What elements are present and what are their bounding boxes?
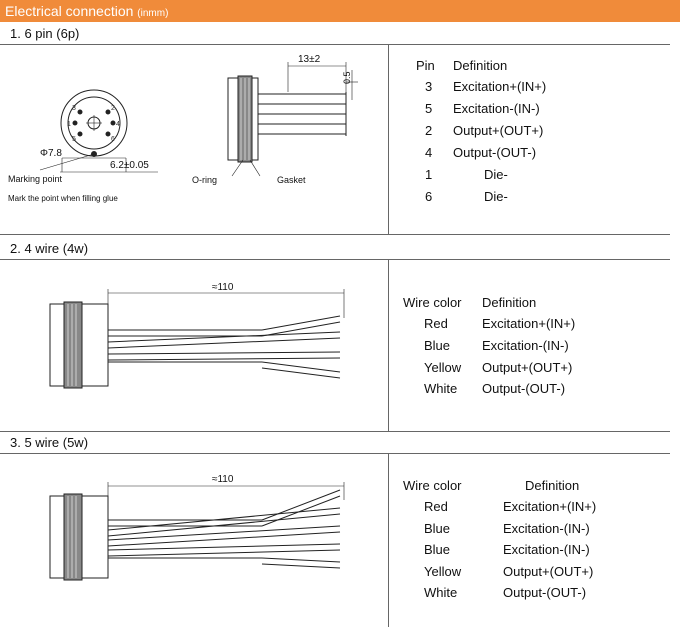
header-title-text: Electrical connection bbox=[5, 3, 134, 19]
pin-number-labels: 3 2 1 4 5 6 bbox=[67, 105, 120, 143]
connector-side-view bbox=[227, 62, 358, 177]
marking-point-label: Marking point bbox=[8, 174, 63, 184]
pin-number-5: 5 bbox=[72, 136, 76, 143]
section1-title: 1. 6 pin (6p) bbox=[10, 26, 80, 41]
section2-divider-bottom bbox=[0, 431, 670, 432]
five-wire-sensor bbox=[49, 482, 345, 581]
pin-length-label: 13±2 bbox=[298, 54, 321, 65]
wire-color-cell: Yellow bbox=[424, 360, 462, 375]
four-wire-sensor bbox=[49, 289, 345, 389]
definition-header: Definition bbox=[482, 295, 537, 310]
definition-header: Definition bbox=[525, 478, 580, 493]
definition-cell: Output-(OUT-) bbox=[482, 381, 566, 396]
section3-title: 3. 5 wire (5w) bbox=[10, 435, 89, 450]
pin-number-6: 6 bbox=[111, 136, 115, 143]
pin-spacing-label: 6.2±0.05 bbox=[110, 160, 149, 171]
definition-cell: Excitation-(IN-) bbox=[503, 521, 590, 536]
definition-cell: Output+(OUT+) bbox=[453, 123, 544, 138]
gasket-label: Gasket bbox=[277, 175, 306, 185]
definition-cell: Excitation+(IN+) bbox=[503, 499, 597, 514]
definition-cell: Excitation-(IN-) bbox=[503, 542, 590, 557]
wire-color-cell: Red bbox=[424, 316, 448, 331]
pin-header: Pin bbox=[416, 58, 435, 73]
header-unit: (inmm) bbox=[137, 8, 169, 19]
wire-color-header: Wire color bbox=[403, 295, 462, 310]
wire-color-cell: White bbox=[424, 585, 458, 600]
pin-cell: 4 bbox=[425, 145, 433, 160]
connector-top-view bbox=[39, 89, 158, 173]
definition-cell: Excitation-(IN-) bbox=[453, 101, 540, 116]
pin-number-2: 2 bbox=[111, 105, 115, 112]
wire-color-cell: White bbox=[424, 381, 458, 396]
glue-note: Mark the point when filling glue bbox=[8, 194, 118, 203]
definition-header: Definition bbox=[453, 58, 508, 73]
wire-color-header: Wire color bbox=[403, 478, 462, 493]
wire-color-cell: Red bbox=[424, 499, 448, 514]
section2-title: 2. 4 wire (4w) bbox=[10, 241, 89, 256]
definition-cell: Output+(OUT+) bbox=[503, 564, 594, 579]
diameter-label: Φ7.8 bbox=[40, 148, 62, 159]
definition-cell: Output-(OUT-) bbox=[503, 585, 587, 600]
section1-divider-top bbox=[0, 44, 670, 45]
pin-cell: 3 bbox=[425, 79, 433, 94]
four-wire-length-label: ≈110 bbox=[212, 282, 234, 293]
definition-cell: Die- bbox=[484, 167, 508, 182]
wire-color-cell: Blue bbox=[424, 521, 451, 536]
section2-divider-top bbox=[0, 259, 670, 260]
definition-cell: Output-(OUT-) bbox=[453, 145, 537, 160]
page-title: Electrical connection (inmm) bbox=[5, 3, 168, 19]
definition-cell: Excitation+(IN+) bbox=[482, 316, 576, 331]
section1-divider-bottom bbox=[0, 234, 670, 235]
pin-number-1: 1 bbox=[67, 121, 71, 128]
definition-cell: Excitation+(IN+) bbox=[453, 79, 547, 94]
section3-column-divider bbox=[388, 453, 389, 627]
header-bar bbox=[0, 0, 680, 22]
wire-color-cell: Yellow bbox=[424, 564, 462, 579]
wire-color-cell: Blue bbox=[424, 542, 451, 557]
pin-number-3: 3 bbox=[72, 105, 76, 112]
section3-divider-top bbox=[0, 453, 670, 454]
five-wire-length-label: ≈110 bbox=[212, 474, 234, 485]
section1-column-divider bbox=[388, 44, 389, 234]
definition-cell: Output+(OUT+) bbox=[482, 360, 573, 375]
wire-color-cell: Blue bbox=[424, 338, 451, 353]
section2-column-divider bbox=[388, 259, 389, 431]
pin-number-4: 4 bbox=[116, 121, 120, 128]
pin-cell: 6 bbox=[425, 189, 433, 204]
pin-cell: 1 bbox=[425, 167, 433, 182]
pin-cell: 5 bbox=[425, 101, 433, 116]
definition-cell: Die- bbox=[484, 189, 508, 204]
pin-cell: 2 bbox=[425, 123, 433, 138]
definition-cell: Excitation-(IN-) bbox=[482, 338, 569, 353]
oring-label: O-ring bbox=[192, 175, 218, 185]
